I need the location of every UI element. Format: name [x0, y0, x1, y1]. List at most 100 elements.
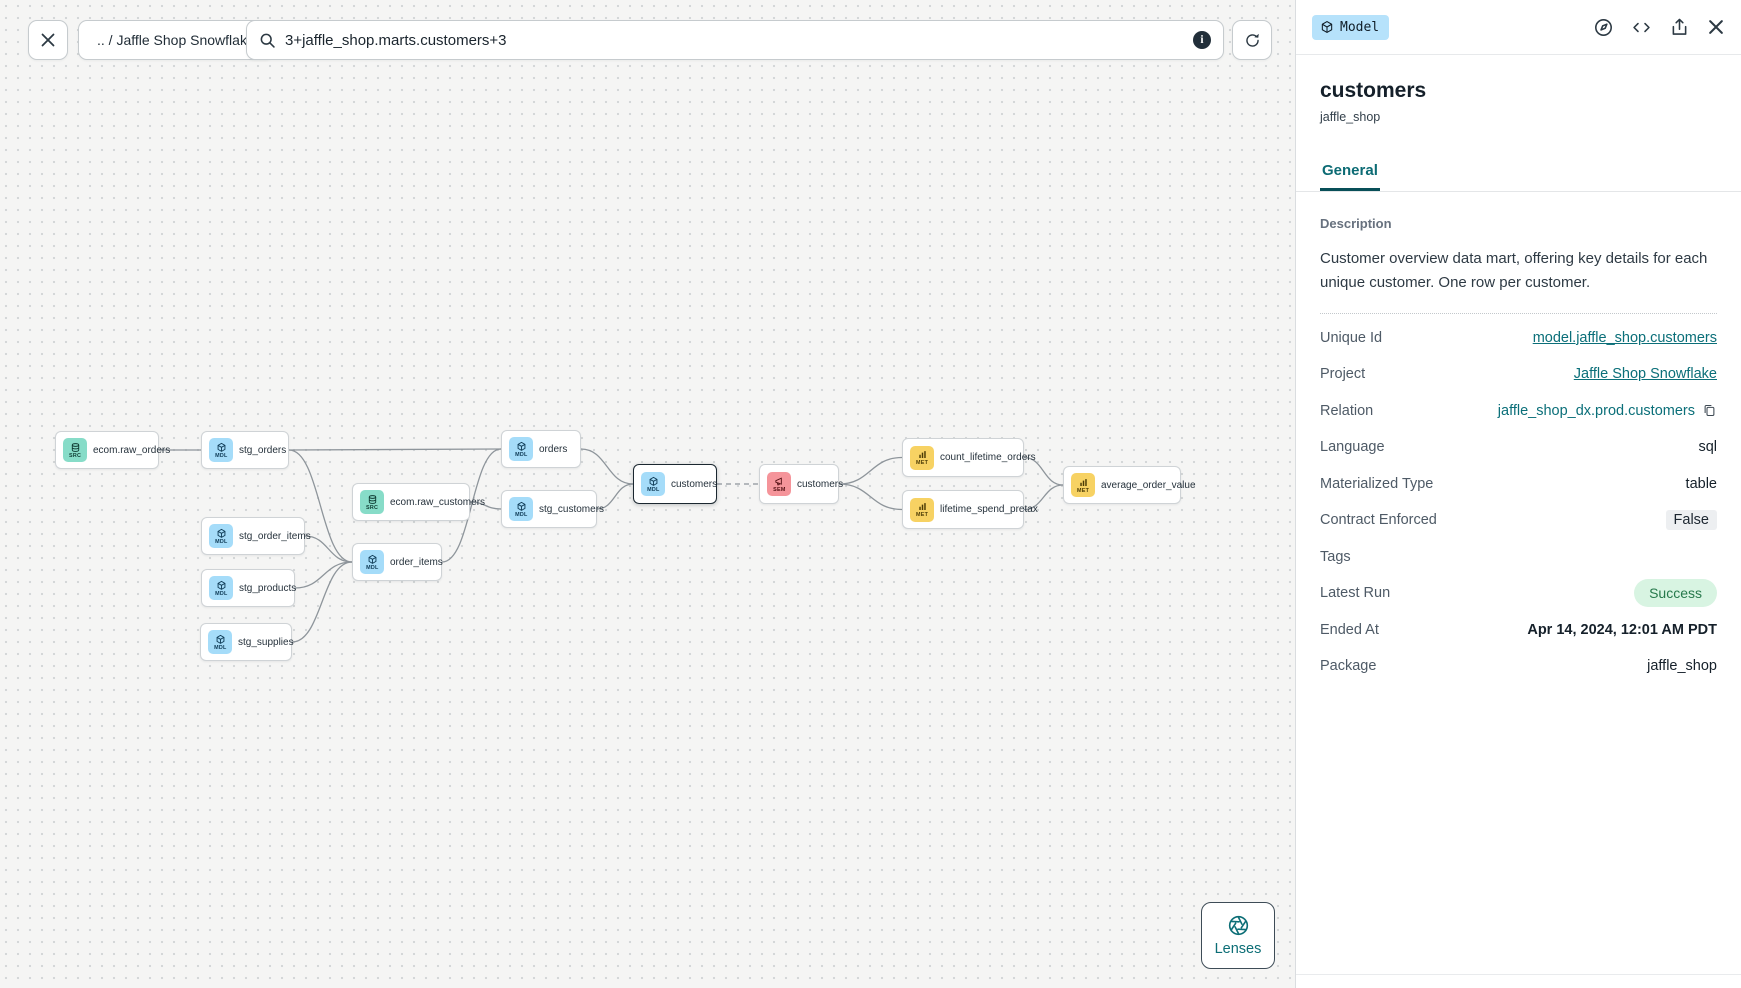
field-link[interactable]: model.jaffle_shop.customers	[1532, 329, 1717, 346]
node-label: lifetime_spend_pretax	[940, 504, 1038, 515]
copy-icon[interactable]	[1702, 403, 1717, 418]
view-code-button[interactable]	[1631, 17, 1652, 38]
node-type-label: MDL	[514, 450, 528, 457]
close-icon	[1709, 20, 1723, 34]
node-label: orders	[539, 443, 568, 455]
field-label: Language	[1320, 439, 1385, 456]
field-row-latest-run: Latest Run Success	[1320, 575, 1717, 612]
field-label: Contract Enforced	[1320, 512, 1437, 529]
code-icon	[1633, 22, 1650, 32]
info-icon[interactable]: i	[1193, 31, 1211, 49]
node-stg_customers[interactable]: MDL stg_customers	[501, 490, 604, 528]
field-value: table	[1685, 475, 1717, 492]
node-average_order_value[interactable]: MET average_order_value	[1063, 466, 1196, 504]
panel-footer	[1296, 974, 1741, 988]
node-label: order_items	[390, 556, 443, 568]
explore-button[interactable]	[1593, 17, 1614, 38]
field-value: jaffle_shop	[1647, 658, 1717, 675]
field-link[interactable]: Jaffle Shop Snowflake	[1573, 366, 1717, 383]
tab-general[interactable]: General	[1320, 154, 1380, 191]
sem-badge-icon: SEM	[767, 472, 791, 496]
node-order_items[interactable]: MDL order_items	[352, 543, 443, 581]
search-input[interactable]	[285, 31, 1184, 49]
node-type-label: MDL	[514, 510, 528, 517]
field-value: jaffle_shop_dx.prod.customers	[1497, 402, 1695, 419]
status-badge: Success	[1634, 579, 1717, 608]
edge-stg_supplies-order_items	[291, 561, 353, 643]
edge-orders-customers	[580, 448, 634, 485]
panel-header-icons	[1593, 17, 1725, 38]
field-label: Latest Run	[1320, 585, 1391, 602]
field-label: Project	[1320, 366, 1366, 383]
close-lineage-button[interactable]	[28, 20, 68, 60]
lenses-button[interactable]: Lenses	[1201, 902, 1275, 969]
field-row-package: Package jaffle_shop	[1320, 648, 1717, 685]
refresh-icon	[1245, 33, 1259, 47]
mdl-badge-icon: MDL	[641, 472, 665, 496]
mdl-badge-icon: MDL	[208, 630, 232, 654]
met-badge-icon: MET	[910, 497, 934, 522]
met-badge-icon: MET	[1071, 473, 1095, 497]
node-stg_products[interactable]: MDL stg_products	[201, 569, 297, 607]
node-type-label: SEM	[772, 485, 786, 492]
field-value: sql	[1698, 439, 1717, 456]
node-type-label: MDL	[213, 643, 227, 650]
node-type-label: SRC	[68, 451, 82, 458]
node-label: stg_products	[239, 582, 297, 594]
field-label: Ended At	[1320, 621, 1379, 638]
node-type-label: MDL	[214, 451, 228, 458]
node-type-label: SRC	[365, 503, 379, 510]
divider	[1320, 312, 1717, 314]
node-label: count_lifetime_orders	[940, 452, 1036, 463]
node-label: stg_customers	[539, 503, 605, 515]
node-type-label: MDL	[214, 589, 228, 596]
node-count_lifetime_orders[interactable]: MET count_lifetime_orders	[902, 438, 1036, 477]
lineage-canvas[interactable]: .. / Jaffle Shop Snowflake i SRCecom.raw…	[0, 0, 1295, 988]
node-label: average_order_value	[1101, 479, 1196, 491]
refresh-button[interactable]	[1232, 20, 1272, 60]
share-icon	[1672, 18, 1687, 35]
field-row-tags: Tags	[1320, 539, 1717, 576]
package-subtitle: jaffle_shop	[1320, 110, 1381, 124]
mdl-badge-icon: MDL	[209, 576, 233, 600]
mdl-badge-icon: MDL	[509, 497, 533, 521]
mdl-badge-icon: MDL	[209, 438, 233, 462]
edge-layer	[159, 448, 1064, 643]
panel-tabs: General	[1296, 154, 1741, 192]
node-stg_orders[interactable]: MDL stg_orders	[201, 431, 289, 469]
mdl-badge-icon: MDL	[360, 550, 384, 574]
node-label: stg_orders	[239, 444, 287, 456]
node-customers[interactable]: MDL customers	[633, 464, 717, 504]
description-label: Description	[1320, 216, 1392, 231]
field-label: Materialized Type	[1320, 475, 1434, 492]
close-panel-button[interactable]	[1707, 18, 1725, 36]
node-type-label: MET	[915, 459, 929, 466]
edge-lifetime_spend_pretax-average_order_value	[1023, 484, 1064, 511]
node-orders[interactable]: MDL orders	[501, 430, 581, 468]
met-badge-icon: MET	[910, 445, 934, 470]
field-label: Unique Id	[1320, 329, 1383, 346]
lenses-aperture-icon	[1228, 915, 1248, 936]
edge-stg_customers-customers	[596, 483, 634, 510]
edge-stg_orders-order_items	[288, 449, 353, 563]
share-button[interactable]	[1669, 17, 1690, 38]
node-lifetime_spend_pretax[interactable]: MET lifetime_spend_pretax	[902, 490, 1038, 529]
field-label: Package	[1320, 658, 1377, 675]
panel-header: Model	[1296, 0, 1741, 55]
close-icon	[41, 33, 55, 47]
breadcrumb[interactable]: .. / Jaffle Shop Snowflake	[78, 20, 274, 60]
mdl-badge-icon: MDL	[509, 437, 533, 461]
src-badge-icon: SRC	[63, 438, 87, 462]
lineage-search[interactable]: i	[246, 20, 1224, 60]
node-type-label: MDL	[365, 563, 379, 570]
field-row-language: Language sql	[1320, 429, 1717, 466]
breadcrumb-label: .. / Jaffle Shop Snowflake	[97, 32, 255, 48]
node-label: customers	[671, 478, 718, 490]
